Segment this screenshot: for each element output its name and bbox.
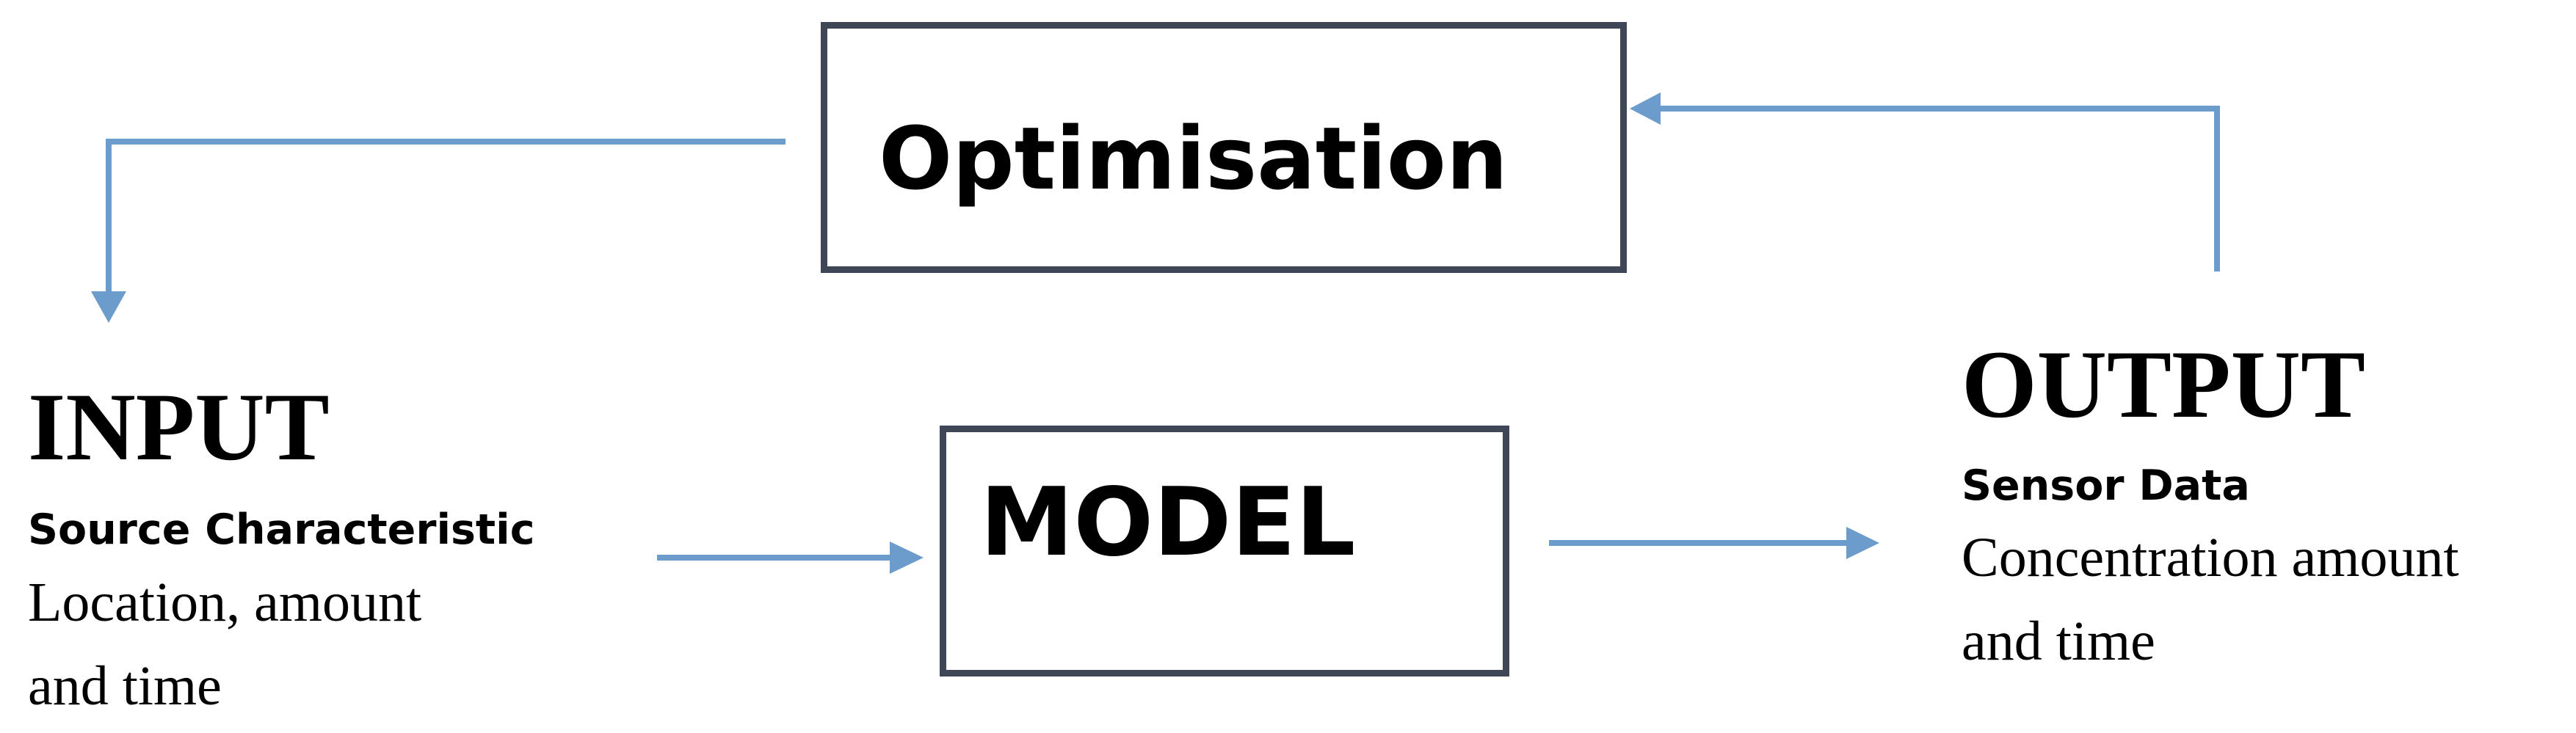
input-detail-line2: and time bbox=[28, 655, 222, 717]
output-detail-line1: Concentration amount bbox=[1962, 527, 2459, 588]
output-subheading: Sensor Data bbox=[1962, 462, 2250, 510]
optimisation-box: Optimisation bbox=[821, 22, 1627, 273]
input-detail-line1: Location, amount bbox=[28, 572, 422, 633]
arrow-optimisation-to-input bbox=[106, 139, 786, 293]
arrowhead-right-icon bbox=[1846, 527, 1879, 559]
input-heading: INPUT bbox=[28, 373, 330, 481]
arrowhead-down-icon bbox=[91, 291, 126, 323]
input-subheading: Source Characteristic bbox=[28, 506, 535, 554]
arrow-output-to-optimisation bbox=[1659, 106, 2220, 271]
model-label: MODEL bbox=[980, 468, 1356, 577]
arrowhead-right-icon bbox=[890, 541, 924, 574]
arrowhead-left-icon bbox=[1630, 92, 1661, 125]
model-box: MODEL bbox=[940, 426, 1509, 677]
output-heading: OUTPUT bbox=[1962, 330, 2366, 438]
optimisation-label: Optimisation bbox=[879, 108, 1508, 209]
output-detail-line2: and time bbox=[1962, 610, 2155, 672]
